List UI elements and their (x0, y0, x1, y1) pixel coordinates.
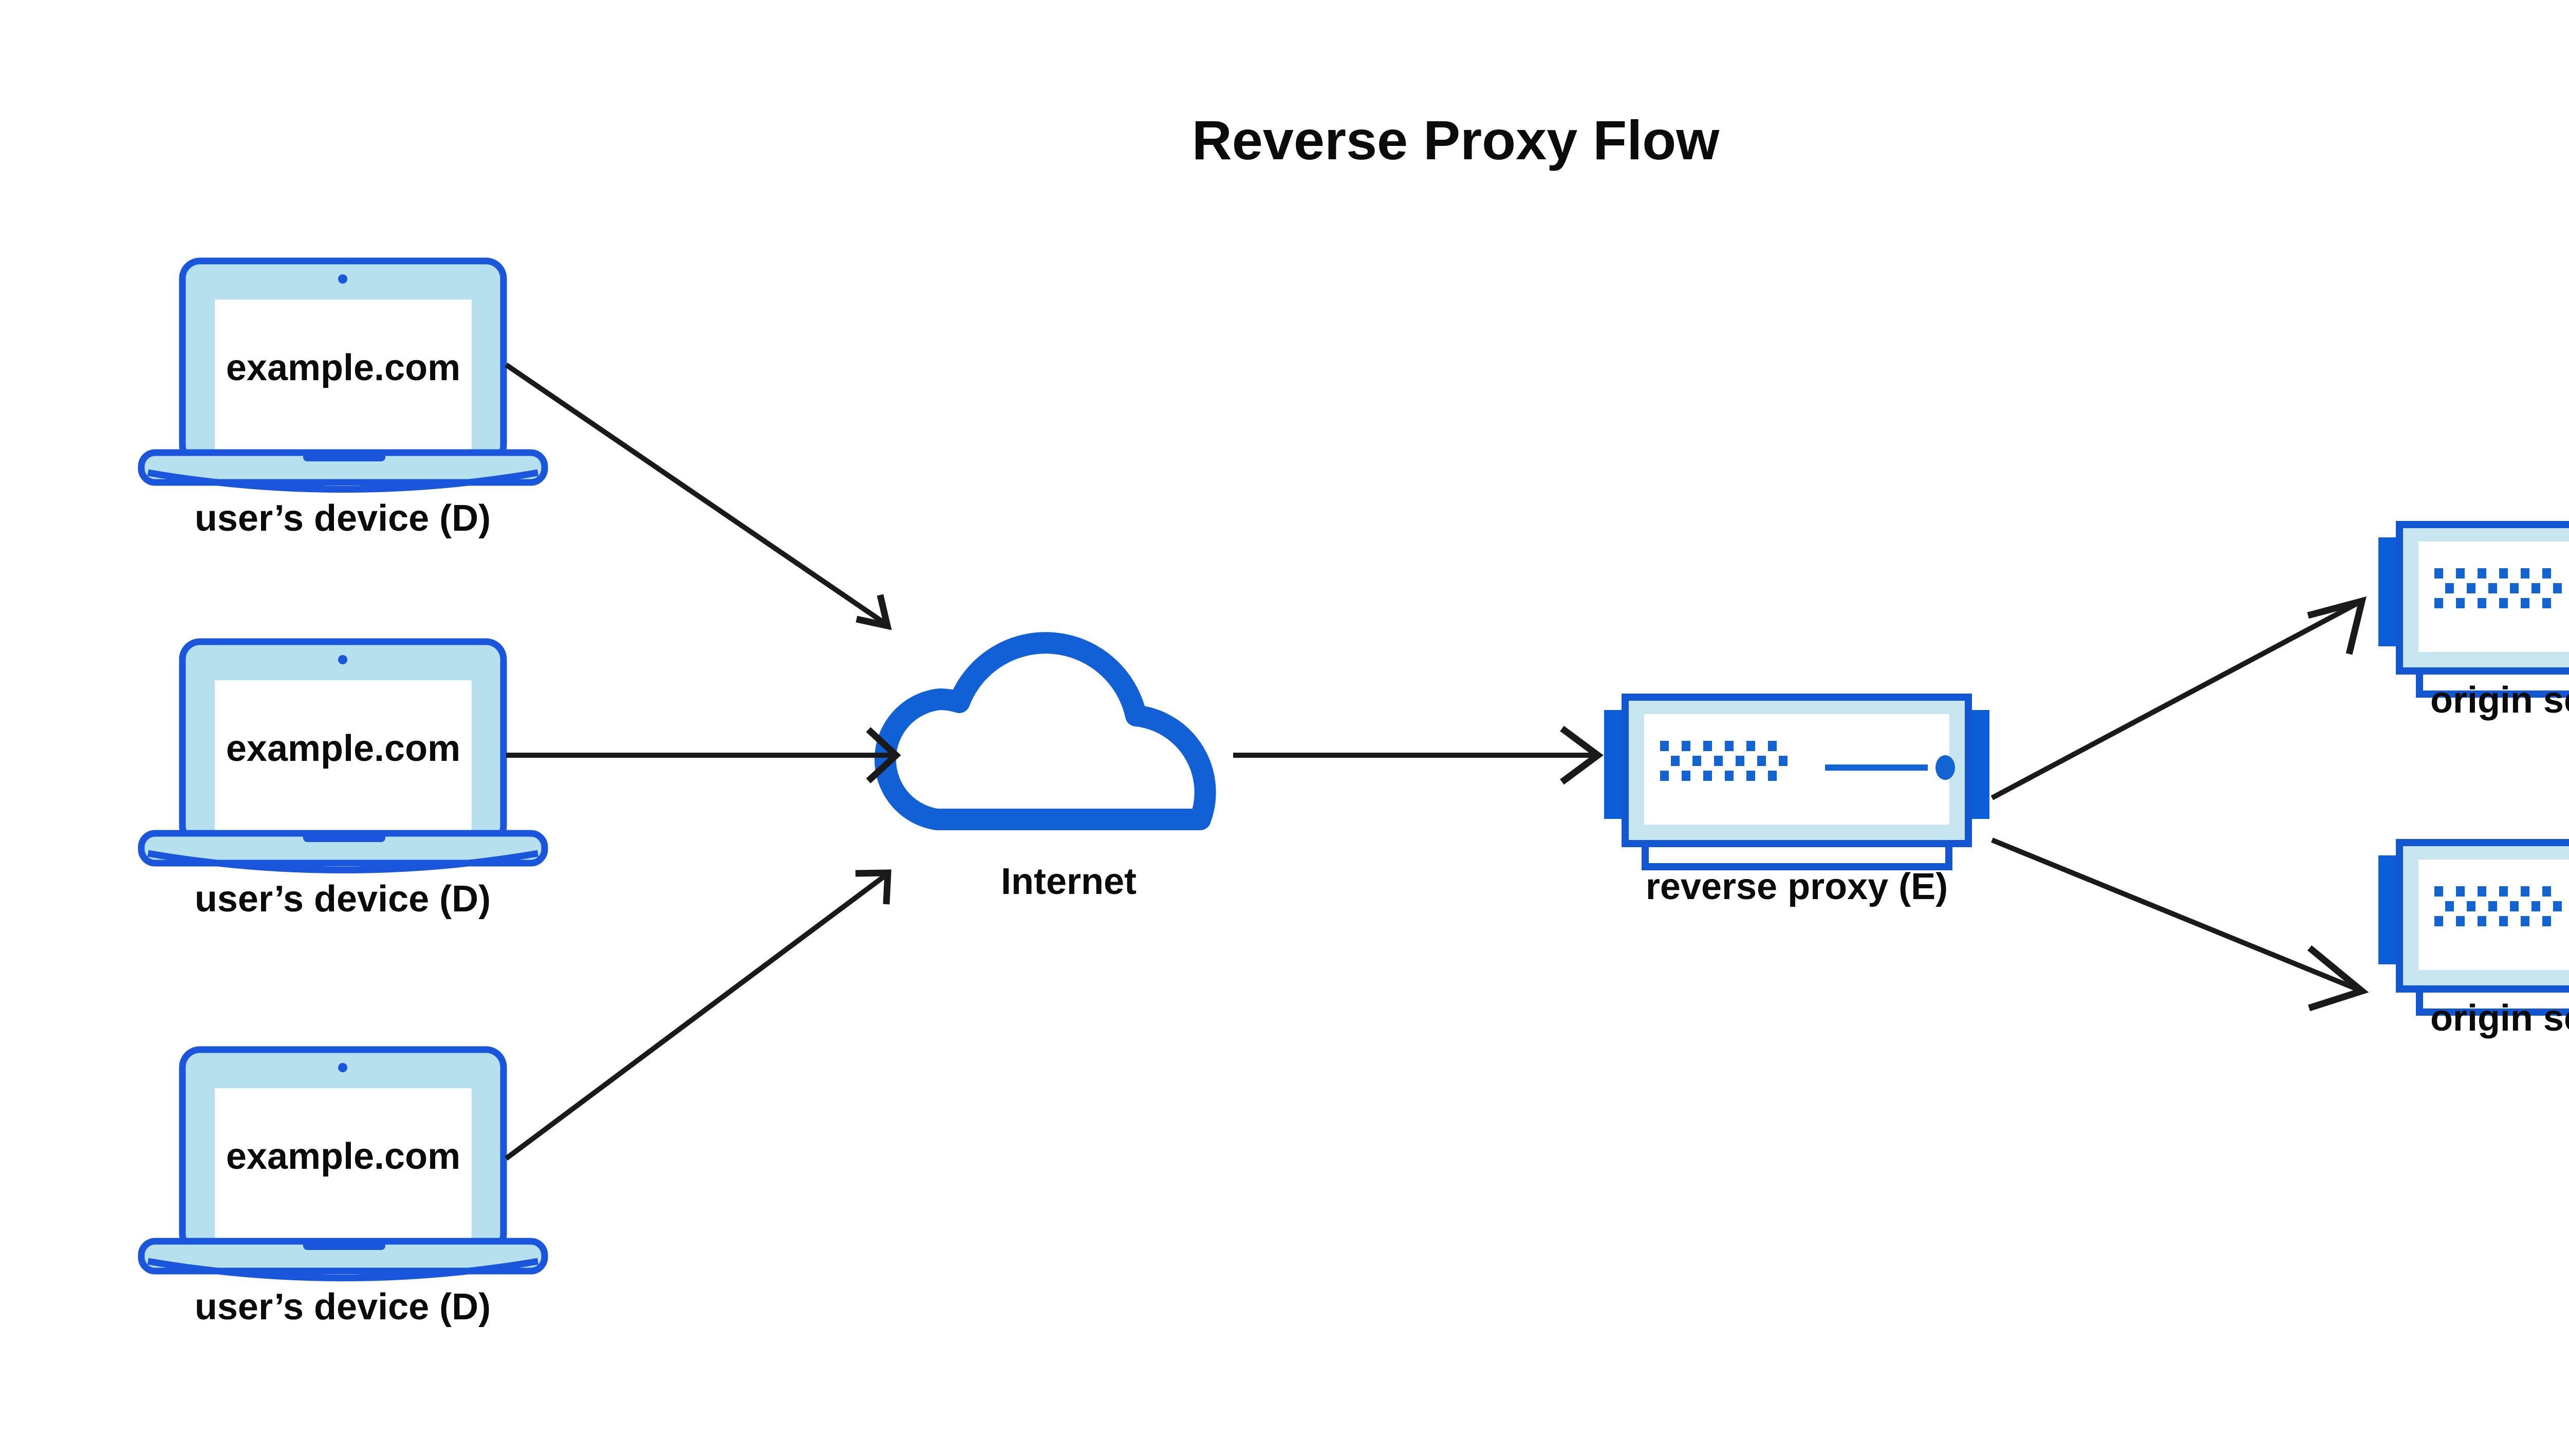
laptop-screen-url: example.com (226, 1136, 460, 1177)
laptop-camera-icon (338, 655, 347, 664)
connection-device-bottom-to-internet (505, 869, 891, 1161)
connection-reverse-proxy-to-origin-bottom (1991, 837, 2369, 1012)
laptop-foot-rim (147, 1258, 539, 1281)
node-label-device-middle: user’s device (D) (195, 879, 491, 920)
laptop-screen (215, 680, 472, 834)
server-status-led (1935, 755, 1955, 780)
laptop-foot-rim (147, 850, 539, 873)
node-device-top[interactable]: example.com user’s device (D) (138, 257, 548, 539)
server-foot (1642, 840, 1952, 870)
laptop-notch (303, 1240, 385, 1250)
laptop-camera-icon (338, 1063, 347, 1072)
server-status-line (1825, 764, 1928, 771)
server-vent-grid (2434, 886, 2562, 926)
node-reverse-proxy[interactable]: reverse proxy (E) (1604, 694, 1989, 907)
laptop-camera-icon (338, 274, 347, 284)
connection-internet-to-reverse-proxy (1233, 725, 1604, 785)
node-origin-top[interactable]: origin server (F) (2378, 521, 2569, 721)
server-foot (2416, 667, 2569, 698)
connection-device-middle-to-internet (506, 727, 901, 783)
server-vent-grid (1660, 741, 1788, 781)
node-label-internet: Internet (1001, 861, 1137, 902)
server-vent-grid (2434, 568, 2562, 608)
node-label-reverse-proxy: reverse proxy (E) (1646, 866, 1948, 907)
node-device-middle[interactable]: example.com user’s device (D) (138, 638, 548, 920)
connection-reverse-proxy-to-origin-top (1990, 596, 2367, 800)
server-panel (2418, 542, 2569, 652)
laptop-notch (303, 452, 385, 461)
node-label-origin-top: origin server (F) (2430, 680, 2569, 721)
node-label-device-top: user’s device (D) (195, 498, 491, 539)
laptop-screen (215, 1088, 472, 1242)
connection-device-top-to-internet (505, 362, 892, 630)
node-label-device-bottom: user’s device (D) (195, 1286, 491, 1328)
node-device-bottom[interactable]: example.com user’s device (D) (138, 1046, 548, 1328)
server-foot (2416, 985, 2569, 1016)
page-title: Reverse Proxy Flow (1192, 109, 1720, 171)
laptop-foot-rim (147, 469, 539, 493)
node-origin-bottom[interactable]: origin server (F) (2378, 839, 2569, 1039)
laptop-screen-url: example.com (226, 347, 460, 388)
laptop-screen-url: example.com (226, 728, 460, 769)
node-internet[interactable]: Internet (874, 632, 1216, 902)
laptop-notch (303, 832, 385, 842)
node-label-origin-bottom: origin server (F) (2430, 998, 2569, 1039)
laptop-screen (215, 300, 472, 454)
server-panel (2418, 860, 2569, 970)
